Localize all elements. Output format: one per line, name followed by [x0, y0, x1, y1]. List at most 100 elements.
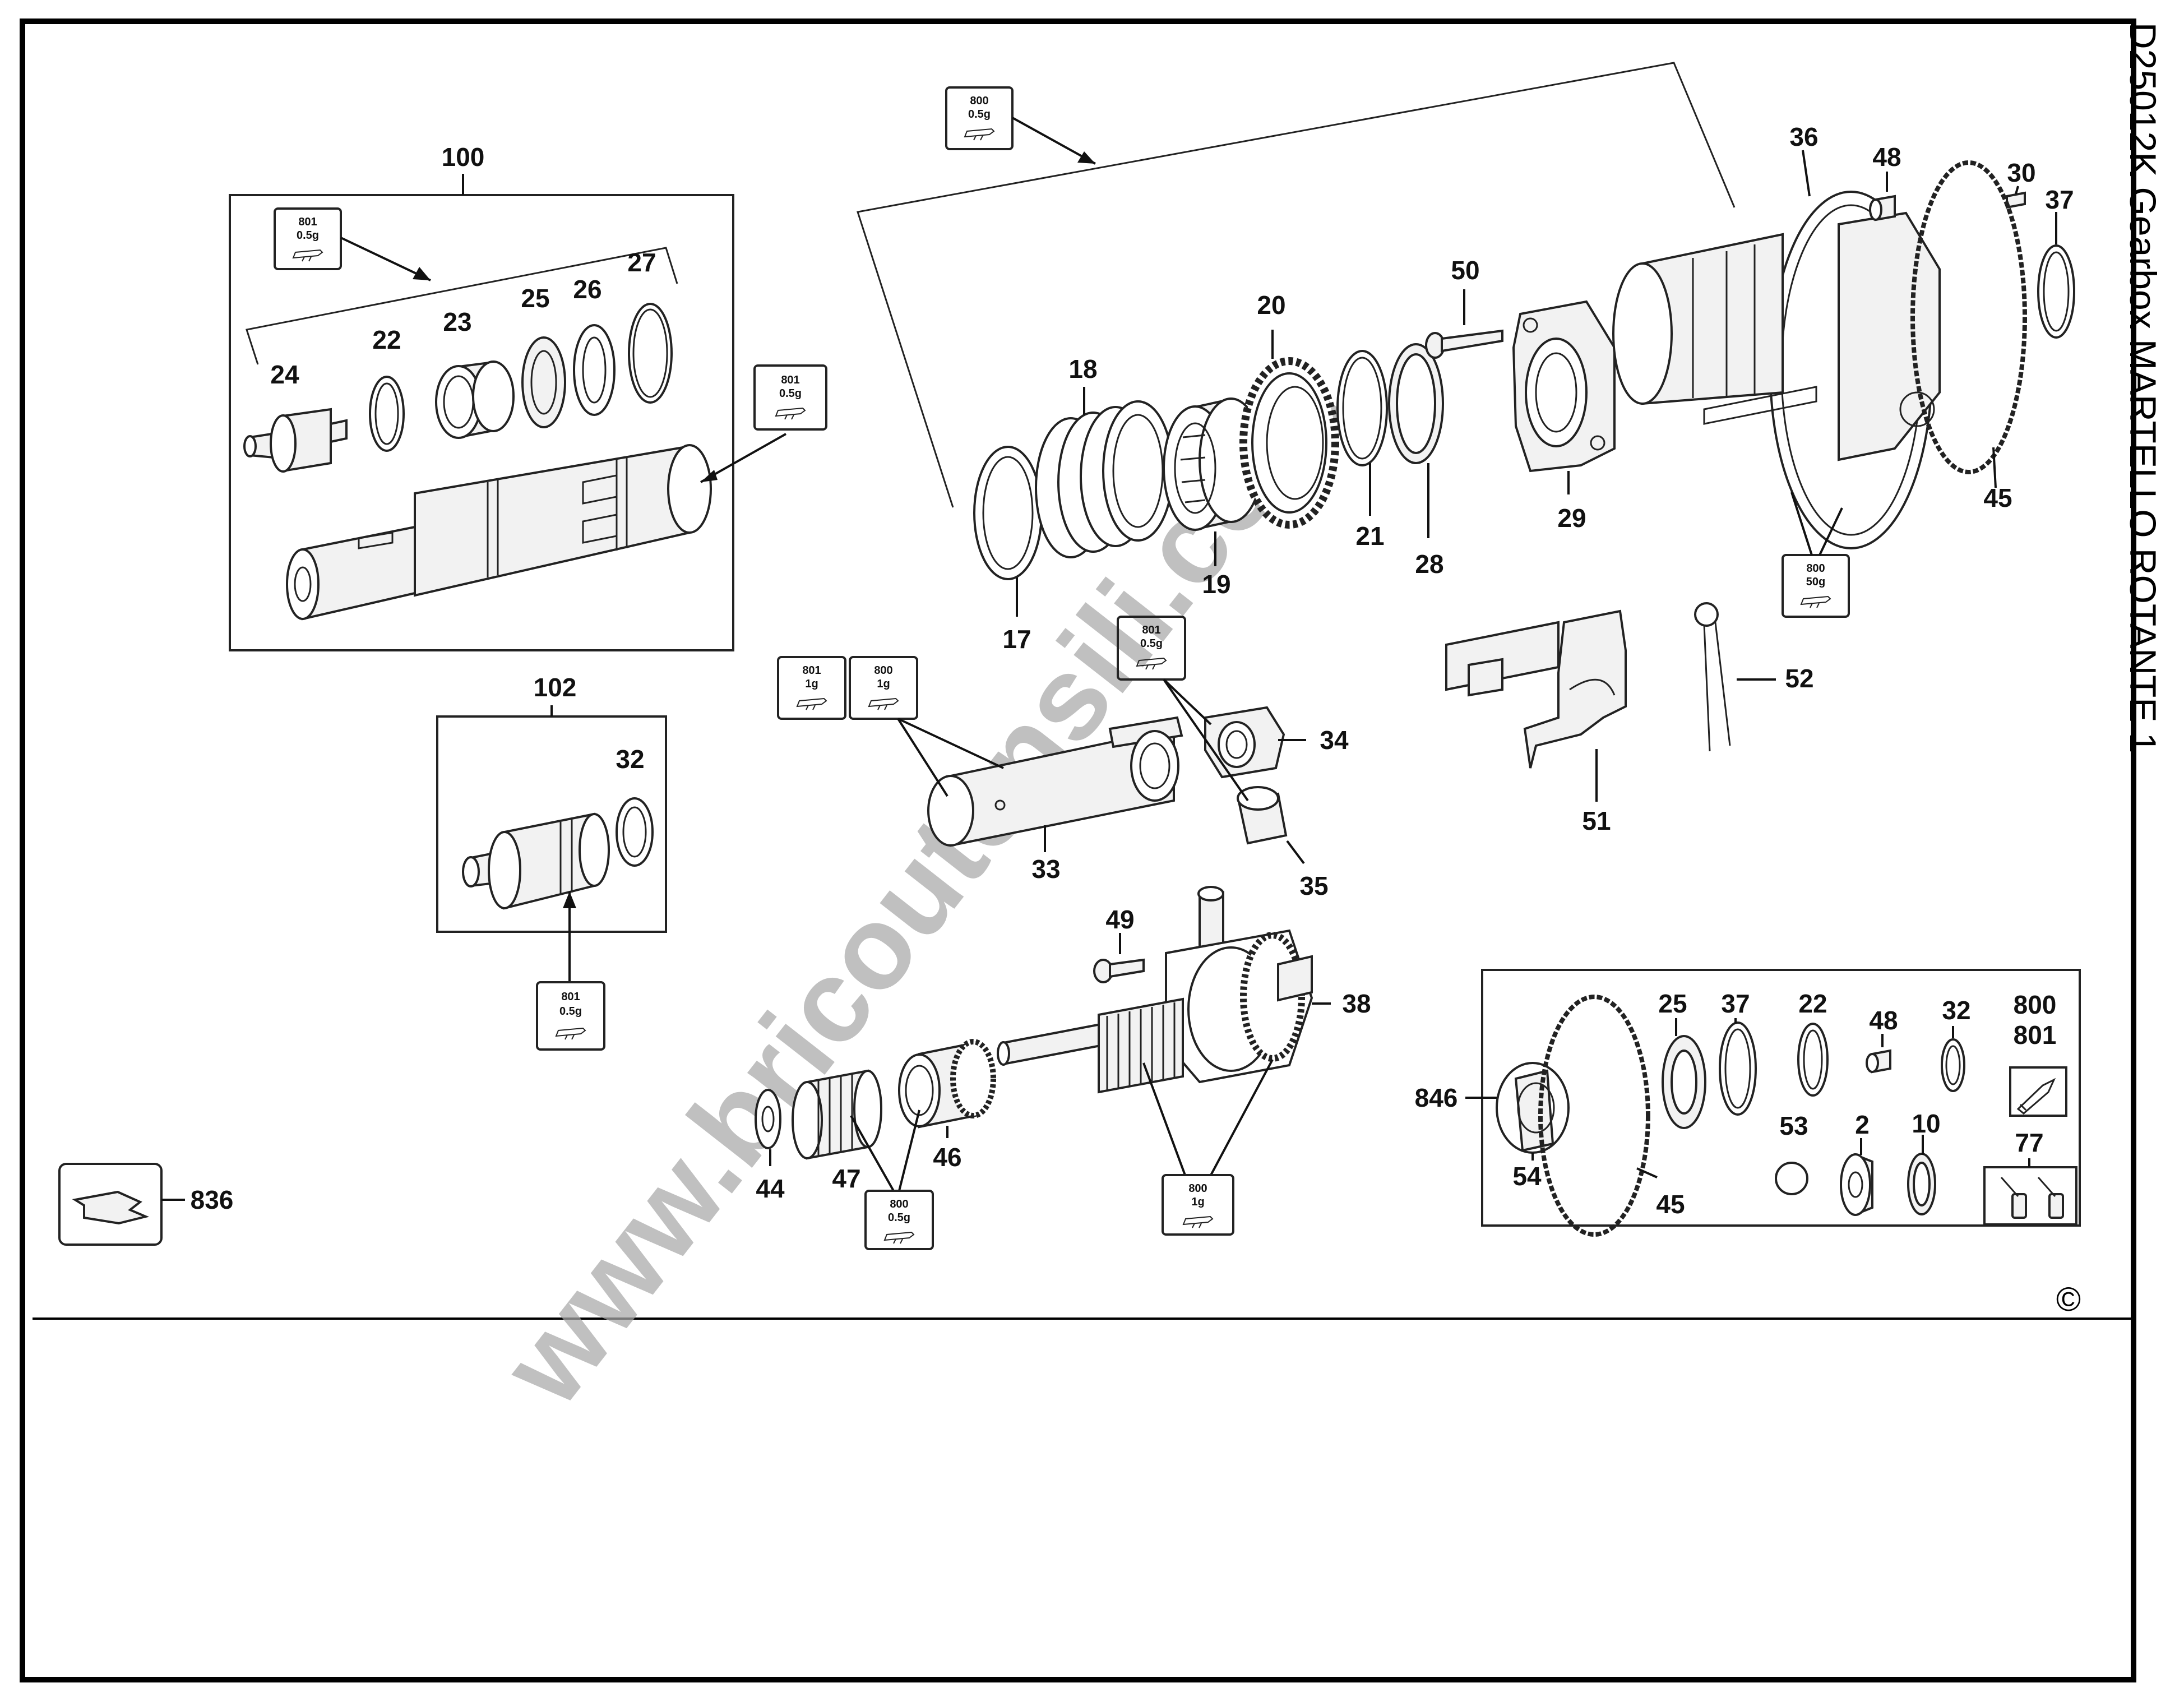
part-label-17: 17 — [1002, 625, 1031, 654]
assembly-box-100: 100 24 22 23 25 — [229, 142, 786, 651]
grease-tag-4: 800 50g — [1782, 554, 1850, 618]
part-label-51: 51 — [1582, 806, 1611, 835]
part-label-45: 45 — [1983, 483, 2012, 512]
kit-part-77-brushes — [1983, 1166, 2077, 1226]
grease-tag-7: 801 0.5g — [1117, 616, 1186, 681]
part-100-spindle — [286, 444, 712, 621]
part-label-21: 21 — [1355, 521, 1384, 551]
kit-part-label-2: 2 — [1855, 1110, 1870, 1139]
kit-part-53-oring — [1775, 1162, 1808, 1195]
part-24-shaft — [243, 408, 348, 473]
svg-text:0.5g: 0.5g — [1140, 637, 1163, 650]
part-label-32: 32 — [616, 745, 644, 774]
part-label-47: 47 — [832, 1164, 860, 1193]
part-21-ring — [1336, 350, 1388, 466]
svg-text:801: 801 — [298, 216, 317, 228]
part-48-pin — [1869, 195, 1896, 221]
kit-box: 846 54 45 25 37 22 48 32 80 — [1415, 969, 2081, 1237]
part-46-sleeve — [898, 1039, 996, 1129]
part-25-seal — [521, 336, 566, 428]
part-label-50: 50 — [1451, 256, 1479, 285]
part-44-washer — [755, 1089, 781, 1149]
kit-part-22-ring — [1797, 1023, 1829, 1097]
part-846-clutch — [1496, 1062, 1570, 1154]
part-label-25: 25 — [521, 284, 549, 313]
svg-text:801: 801 — [781, 374, 799, 386]
bracket-main-group — [857, 62, 1736, 508]
svg-text:0.5g: 0.5g — [968, 108, 991, 121]
assembly-box-102: 102 32 — [436, 673, 667, 982]
grease-tube-icon — [2009, 1066, 2067, 1117]
part-32-ring — [616, 797, 654, 867]
svg-text:1g: 1g — [805, 678, 818, 690]
part-label-102: 102 — [534, 673, 577, 702]
part-29-flange — [1512, 300, 1616, 473]
kit-part-32-ring — [1941, 1038, 1965, 1092]
grease-tag-3: 801 0.5g — [753, 364, 827, 431]
page-frame — [20, 19, 2136, 1682]
svg-text:801: 801 — [1142, 624, 1160, 636]
part-label-836: 836 — [191, 1185, 234, 1214]
svg-text:800: 800 — [1188, 1182, 1207, 1195]
part-36-housing — [1612, 191, 1941, 549]
part-102-shaft — [462, 812, 610, 910]
part-35-bushing — [1237, 786, 1288, 845]
part-label-20: 20 — [1257, 290, 1285, 320]
kit-part-label-32: 32 — [1942, 996, 1970, 1025]
grease-tag-1: 800 0.5g — [945, 86, 1014, 150]
part-label-52: 52 — [1785, 664, 1813, 693]
part-23-sleeve — [435, 360, 515, 439]
part-49-screw — [1093, 958, 1145, 983]
part-label-35: 35 — [1299, 871, 1328, 900]
part-label-23: 23 — [443, 307, 471, 336]
grease-tag-8: 801 0.5g — [536, 981, 605, 1051]
kit-part-label-53: 53 — [1779, 1111, 1808, 1140]
part-label-100: 100 — [442, 142, 485, 172]
part-label-27: 27 — [627, 248, 656, 277]
svg-text:0.5g: 0.5g — [559, 1005, 582, 1018]
grease-tag-2: 801 0.5g — [274, 207, 342, 270]
part-label-38: 38 — [1342, 989, 1371, 1018]
part-27-oring — [628, 303, 673, 404]
part-836-box — [58, 1163, 163, 1246]
svg-text:800: 800 — [1806, 562, 1825, 575]
part-45-gasket — [1910, 160, 2027, 474]
kit-part-label-10: 10 — [1912, 1109, 1940, 1138]
part-label-36: 36 — [1789, 122, 1818, 151]
svg-text:800: 800 — [970, 95, 988, 107]
part-label-44: 44 — [756, 1174, 785, 1203]
svg-text:1g: 1g — [877, 678, 890, 690]
kit-part-37-oring — [1719, 1021, 1757, 1116]
part-20-gear — [1239, 357, 1339, 529]
part-label-49: 49 — [1105, 905, 1134, 934]
part-18-spring — [1035, 400, 1174, 558]
part-label-30: 30 — [2007, 158, 2035, 187]
grease-tag-10: 800 1g — [1162, 1174, 1234, 1236]
svg-text:0.5g: 0.5g — [779, 387, 802, 400]
part-label-19: 19 — [1202, 570, 1230, 599]
part-label-46: 46 — [933, 1143, 961, 1172]
part-34-nut — [1204, 706, 1285, 779]
svg-text:801: 801 — [561, 991, 580, 1003]
kit-label-801: 801 — [2014, 1020, 2057, 1050]
part-label-37: 37 — [2045, 185, 2074, 214]
kit-label-800: 800 — [2014, 990, 2057, 1019]
part-label-846: 846 — [1415, 1083, 1458, 1112]
part-52-clip — [1694, 602, 1731, 752]
grease-tag-9: 800 0.5g — [864, 1190, 934, 1250]
part-label-18: 18 — [1068, 354, 1097, 383]
kit-part-label-48: 48 — [1869, 1006, 1898, 1035]
svg-text:800: 800 — [874, 664, 892, 677]
svg-text:801: 801 — [802, 664, 821, 677]
kit-part-48-pin — [1866, 1049, 1891, 1074]
svg-text:0.5g: 0.5g — [297, 229, 319, 242]
part-38-crankshaft — [997, 886, 1313, 1094]
part-label-24: 24 — [270, 360, 299, 389]
kit-part-45-gasket — [1538, 995, 1650, 1237]
grease-tag-5: 801 1g — [777, 656, 846, 720]
svg-text:800: 800 — [890, 1198, 908, 1210]
part-26-washer — [573, 324, 616, 416]
part-label-48: 48 — [1872, 142, 1901, 172]
part-label-22: 22 — [372, 325, 401, 354]
